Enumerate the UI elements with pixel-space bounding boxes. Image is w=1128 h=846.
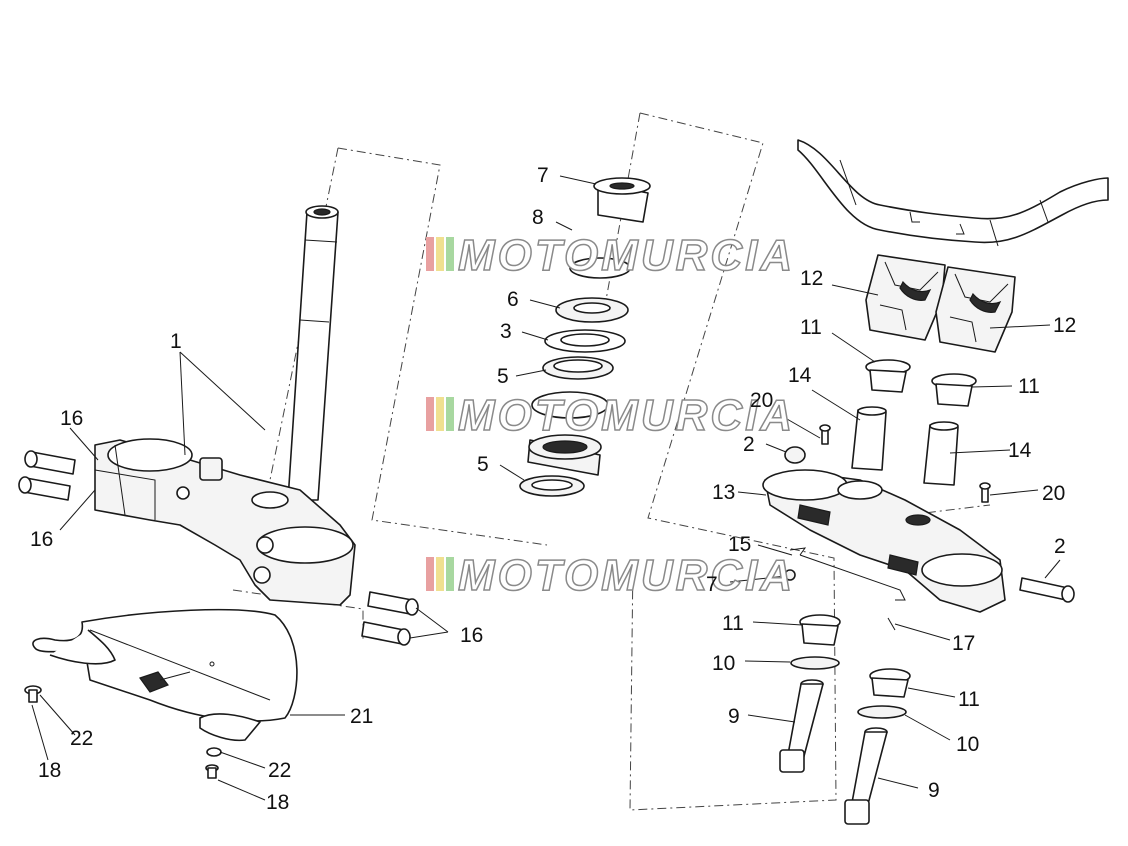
callout-11: 11	[722, 612, 744, 635]
svg-text:MOTOMURCIA: MOTOMURCIA	[458, 231, 795, 280]
bushing-11-c	[799, 614, 841, 646]
callout-11: 11	[800, 316, 822, 339]
bushing-11-b	[931, 373, 977, 407]
stem-nut	[593, 177, 651, 223]
screw-18-left	[24, 685, 42, 703]
screw-17	[887, 617, 896, 631]
callout-16: 16	[30, 528, 53, 551]
callout-10: 10	[956, 733, 979, 756]
screw-20-left	[819, 424, 831, 445]
lock-plate	[32, 608, 298, 742]
lower-triple-clamp	[94, 438, 356, 606]
spacer-14-right	[923, 421, 959, 486]
svg-text:MOTOMURCIA: MOTOMURCIA	[458, 551, 795, 600]
bolt-16-left-lower	[18, 476, 71, 501]
callout-6: 6	[507, 288, 519, 311]
handlebar	[797, 139, 1109, 247]
bolt-9-b	[844, 727, 888, 825]
seal-5-upper	[542, 356, 614, 380]
callout-12: 12	[1053, 314, 1076, 337]
washer-10-a	[790, 656, 840, 670]
callout-10: 10	[712, 652, 735, 675]
callout-7: 7	[537, 164, 549, 187]
callout-3: 3	[500, 320, 512, 343]
callout-22: 22	[70, 727, 93, 750]
callout-5: 5	[477, 453, 489, 476]
bushing-11-a	[865, 359, 911, 393]
bearing-upper	[531, 391, 609, 419]
callout-18: 18	[266, 791, 289, 814]
bolt-2-right	[1019, 577, 1075, 603]
callout-16: 16	[60, 407, 83, 430]
seal-5-lower	[519, 475, 585, 497]
callout-2: 2	[1054, 535, 1066, 558]
spacer-14-left	[851, 406, 887, 471]
spring-clip	[789, 547, 906, 601]
bearing-lower	[527, 434, 602, 476]
svg-text:MOTOMURCIA: MOTOMURCIA	[458, 391, 795, 440]
handlebar-clamp-right	[935, 266, 1016, 353]
callout-20: 20	[750, 389, 773, 412]
callout-11: 11	[1018, 375, 1040, 398]
screw-18-right	[205, 747, 222, 779]
callout-15: 15	[728, 533, 751, 556]
callout-20: 20	[1042, 482, 1065, 505]
callout-22: 22	[268, 759, 291, 782]
watermark-top: MOTOMURCIA	[426, 230, 795, 281]
screw-20-right	[979, 482, 991, 503]
steering-stem	[287, 205, 339, 501]
callout-9: 9	[928, 779, 940, 802]
washer-10-b	[857, 705, 907, 719]
callout-12: 12	[800, 267, 823, 290]
leader-lines	[31, 175, 1061, 801]
nut-7-right	[784, 569, 796, 581]
callout-16: 16	[460, 624, 483, 647]
upper-triple-clamp	[762, 469, 1006, 613]
ring-6	[555, 297, 629, 323]
callout-2: 2	[743, 433, 755, 456]
callout-14: 14	[788, 364, 812, 387]
callout-1: 1	[170, 330, 182, 353]
callout-7: 7	[706, 573, 718, 596]
callout-21: 21	[350, 705, 373, 728]
handlebar-clamp-left	[865, 254, 946, 341]
watermark-bottom: MOTOMURCIA	[426, 550, 795, 601]
bolt-9-a	[779, 679, 824, 773]
washer-8	[569, 257, 631, 279]
bolt-16-left-upper	[24, 450, 76, 475]
cap-2	[784, 446, 806, 464]
callout-17: 17	[952, 632, 975, 655]
callout-labels: 1 16 16 16 7 8 6 3 5 5 12 12 11 11 14 20…	[30, 164, 1076, 814]
callout-9: 9	[728, 705, 740, 728]
callout-13: 13	[712, 481, 735, 504]
washer-3	[544, 329, 626, 353]
callout-5: 5	[497, 365, 509, 388]
callout-18: 18	[38, 759, 61, 782]
callout-8: 8	[532, 206, 544, 229]
bolt-16-right-upper	[367, 591, 419, 616]
callout-11: 11	[958, 688, 980, 711]
watermark-middle: MOTOMURCIA	[426, 390, 795, 441]
callout-14: 14	[1008, 439, 1032, 462]
bushing-11-d	[869, 668, 911, 698]
bolt-16-right-lower	[361, 621, 411, 646]
